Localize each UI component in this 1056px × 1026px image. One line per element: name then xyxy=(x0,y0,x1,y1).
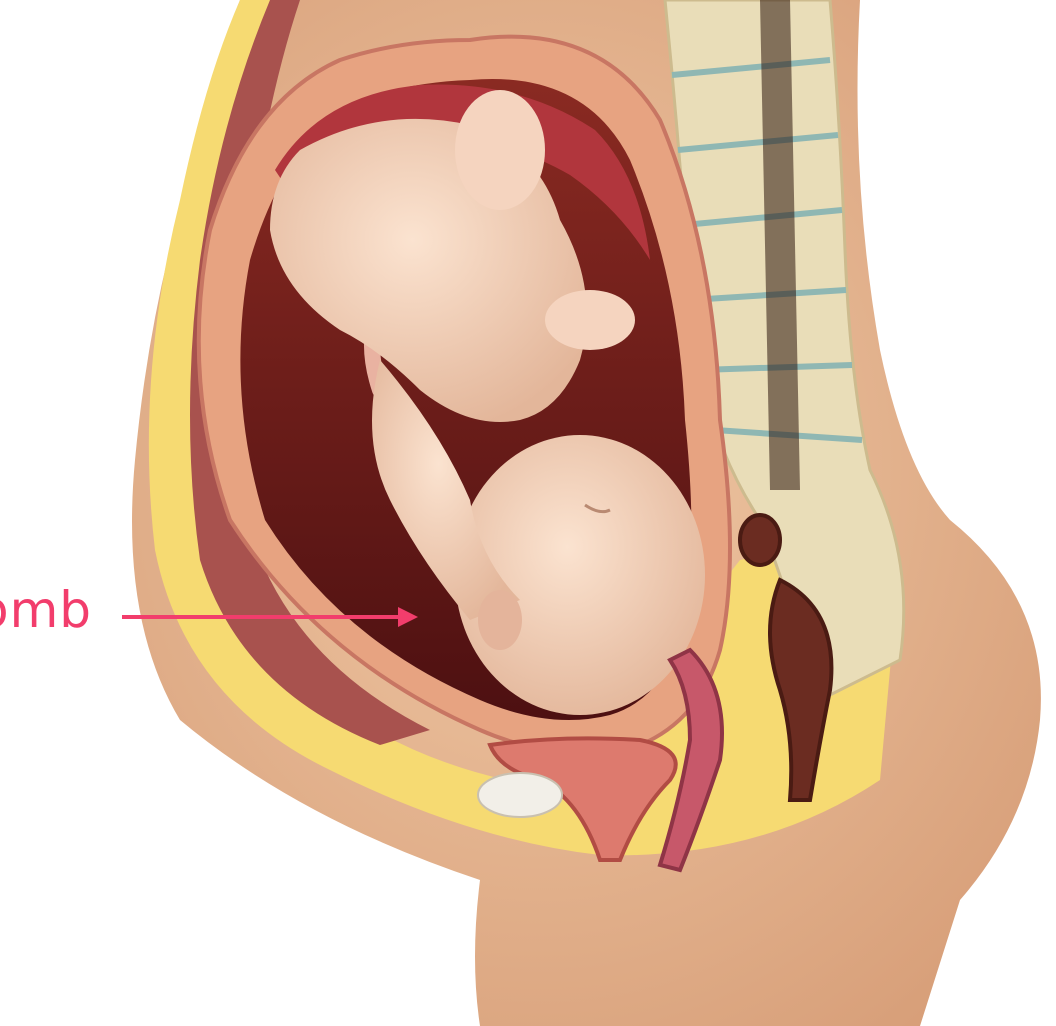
pubic-bone xyxy=(478,773,562,817)
womb-label: omb xyxy=(0,585,92,635)
